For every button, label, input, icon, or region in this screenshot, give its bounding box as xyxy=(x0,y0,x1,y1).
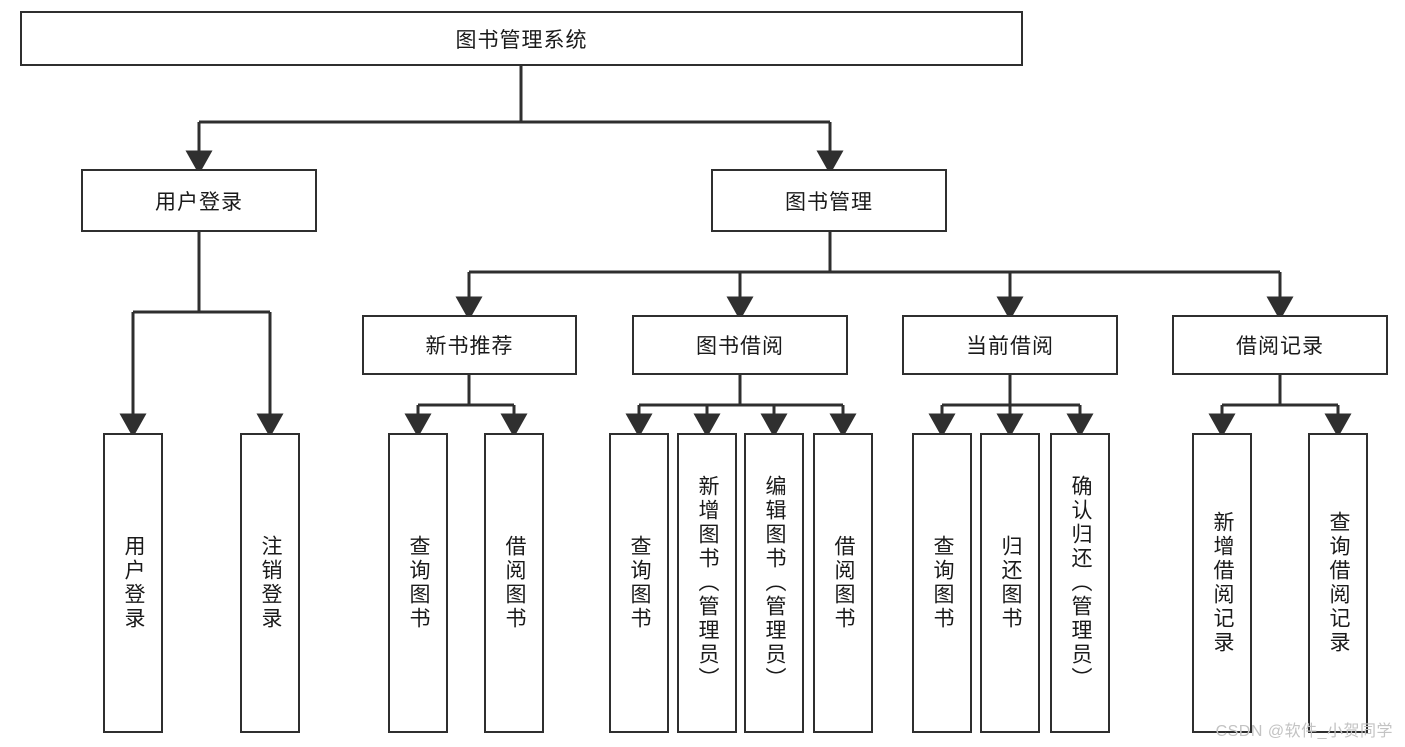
node-label: 归还图书 xyxy=(999,535,1023,631)
leaf-query-books-borrowing[interactable]: 查询图书 xyxy=(609,433,669,733)
node-label: 确认归还（管理员） xyxy=(1069,475,1093,691)
leaf-add-borrow-record[interactable]: 新增借阅记录 xyxy=(1192,433,1252,733)
leaf-query-books-recommendation[interactable]: 查询图书 xyxy=(388,433,448,733)
leaf-return-books[interactable]: 归还图书 xyxy=(980,433,1040,733)
node-label: 借阅图书 xyxy=(503,535,527,631)
node-label: 查询图书 xyxy=(628,535,652,631)
leaf-logout[interactable]: 注销登录 xyxy=(240,433,300,733)
node-label: 借阅记录 xyxy=(1236,335,1324,358)
node-label: 新增图书（管理员） xyxy=(696,475,720,691)
leaf-confirm-return-admin[interactable]: 确认归还（管理员） xyxy=(1050,433,1110,733)
csdn-watermark: CSDN @软件_小贺同学 xyxy=(1215,723,1393,740)
node-label: 用户登录 xyxy=(155,190,243,214)
node-label: 图书管理 xyxy=(785,190,873,214)
node-label: 用户登录 xyxy=(122,535,146,631)
node-book-management[interactable]: 图书管理 xyxy=(711,169,947,232)
node-current-borrowing[interactable]: 当前借阅 xyxy=(902,315,1118,375)
node-label: 新增借阅记录 xyxy=(1211,511,1235,655)
node-borrow-records[interactable]: 借阅记录 xyxy=(1172,315,1388,375)
node-book-borrowing[interactable]: 图书借阅 xyxy=(632,315,848,375)
node-label: 图书管理系统 xyxy=(455,28,588,52)
leaf-query-books-current[interactable]: 查询图书 xyxy=(912,433,972,733)
leaf-user-login[interactable]: 用户登录 xyxy=(103,433,163,733)
node-label: 当前借阅 xyxy=(966,335,1054,358)
leaf-edit-book-admin[interactable]: 编辑图书（管理员） xyxy=(744,433,804,733)
node-user-login[interactable]: 用户登录 xyxy=(81,169,317,232)
node-label: 查询图书 xyxy=(931,535,955,631)
node-label: 注销登录 xyxy=(259,535,283,631)
leaf-add-book-admin[interactable]: 新增图书（管理员） xyxy=(677,433,737,733)
node-label: 图书借阅 xyxy=(696,335,784,358)
node-label: 查询借阅记录 xyxy=(1327,511,1351,655)
leaf-borrow-books-borrowing[interactable]: 借阅图书 xyxy=(813,433,873,733)
node-new-book-recommendation[interactable]: 新书推荐 xyxy=(362,315,577,375)
node-label: 编辑图书（管理员） xyxy=(763,475,787,691)
leaf-query-borrow-record[interactable]: 查询借阅记录 xyxy=(1308,433,1368,733)
node-root-book-management-system[interactable]: 图书管理系统 xyxy=(20,11,1023,66)
node-label: 查询图书 xyxy=(407,535,431,631)
leaf-borrow-books-recommendation[interactable]: 借阅图书 xyxy=(484,433,544,733)
node-label: 新书推荐 xyxy=(425,335,514,358)
node-label: 借阅图书 xyxy=(832,535,856,631)
